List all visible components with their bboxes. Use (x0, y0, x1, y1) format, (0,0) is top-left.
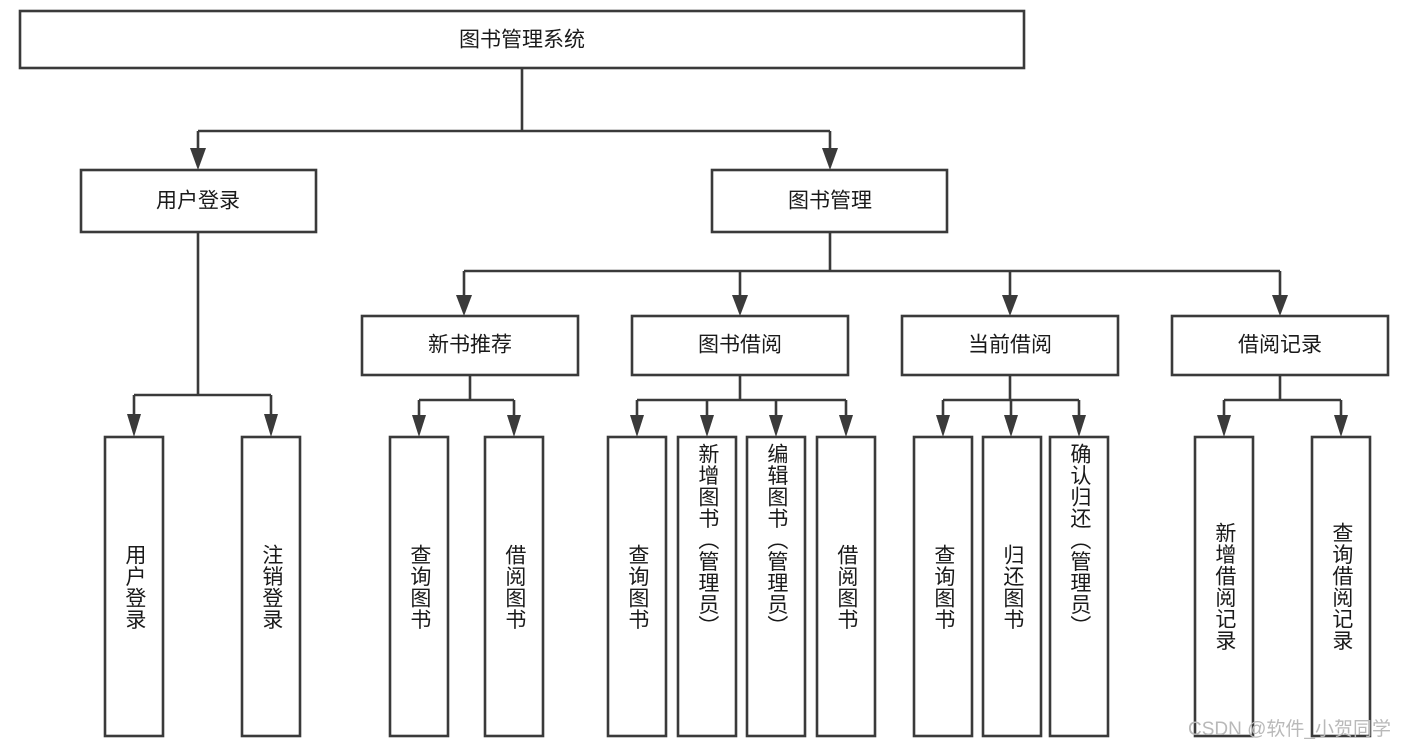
node-label: 当前借阅 (968, 334, 1052, 357)
leaf-label: 查询借阅记录 (1329, 522, 1353, 651)
node-box (103, 435, 165, 738)
node-box (710, 168, 949, 234)
connector-current-to-leaves (936, 375, 1086, 437)
node-box (815, 435, 877, 738)
node-box (18, 9, 1026, 70)
leaf-label: 查询图书 (407, 543, 431, 630)
node-root-book-management-system[interactable]: 图书管理系统 (18, 9, 1026, 70)
node-label: 图书管理 (788, 190, 872, 213)
node-box (981, 435, 1043, 738)
leaf-user-login[interactable]: 用户登录 (103, 435, 165, 738)
leaf-label: 编辑图书（管理员） (764, 443, 788, 637)
node-box (912, 435, 974, 738)
node-label: 图书借阅 (698, 334, 782, 357)
arrow-icon (1004, 415, 1018, 437)
leaf-label: 查询图书 (931, 543, 955, 630)
node-box (79, 168, 318, 234)
leaf-add-book-admin[interactable]: 新增图书（管理员） (676, 435, 738, 738)
leaf-add-borrow-record[interactable]: 新增借阅记录 (1193, 435, 1255, 738)
leaf-label: 新增图书（管理员） (695, 443, 719, 637)
arrow-icon (190, 148, 206, 170)
leaf-label: 借阅图书 (834, 543, 858, 630)
arrow-icon (1272, 295, 1288, 316)
node-box (630, 314, 850, 377)
arrow-icon (507, 415, 521, 437)
leaf-query-book-borrow[interactable]: 查询图书 (606, 435, 668, 738)
arrow-icon (1334, 415, 1348, 437)
arrow-icon (732, 295, 748, 316)
node-label: 新书推荐 (428, 334, 512, 357)
leaf-edit-book-admin[interactable]: 编辑图书（管理员） (745, 435, 807, 738)
leaf-query-borrow-record[interactable]: 查询借阅记录 (1310, 435, 1372, 738)
leaf-return-book[interactable]: 归还图书 (981, 435, 1043, 738)
arrow-icon (822, 148, 838, 170)
node-borrow-record[interactable]: 借阅记录 (1170, 314, 1390, 377)
node-label: 借阅记录 (1238, 334, 1322, 357)
node-new-book-recommend[interactable]: 新书推荐 (360, 314, 580, 377)
node-book-management[interactable]: 图书管理 (710, 168, 949, 234)
leaf-label: 新增借阅记录 (1212, 522, 1236, 651)
arrow-icon (839, 415, 853, 437)
node-box (606, 435, 668, 738)
leaf-query-book-newbook[interactable]: 查询图书 (388, 435, 450, 738)
connector-borrow-to-leaves (630, 375, 853, 437)
leaf-borrow-book[interactable]: 借阅图书 (815, 435, 877, 738)
node-box (900, 314, 1120, 377)
leaf-label: 确认归还（管理员） (1067, 443, 1091, 637)
arrow-icon (700, 415, 714, 437)
node-box (240, 435, 302, 738)
leaf-label: 借阅图书 (502, 543, 526, 630)
node-box (676, 435, 738, 738)
arrow-icon (769, 415, 783, 437)
leaf-logout[interactable]: 注销登录 (240, 435, 302, 738)
node-box (745, 435, 807, 738)
connector-root-to-level2 (190, 68, 838, 170)
arrow-icon (936, 415, 950, 437)
arrow-icon (1072, 415, 1086, 437)
arrow-icon (1217, 415, 1231, 437)
node-user-login[interactable]: 用户登录 (79, 168, 318, 234)
connector-newbook-to-leaves (412, 375, 521, 437)
node-box (1048, 435, 1110, 738)
arrow-icon (264, 414, 278, 437)
node-box (388, 435, 450, 738)
leaf-query-book-current[interactable]: 查询图书 (912, 435, 974, 738)
node-box (1170, 314, 1390, 377)
node-label: 图书管理系统 (459, 29, 585, 52)
node-current-borrow[interactable]: 当前借阅 (900, 314, 1120, 377)
arrow-icon (1002, 295, 1018, 316)
leaf-label: 用户登录 (122, 543, 146, 630)
node-box (360, 314, 580, 377)
node-label: 用户登录 (156, 190, 240, 213)
node-book-borrow[interactable]: 图书借阅 (630, 314, 850, 377)
node-box (483, 435, 545, 738)
connector-record-to-leaves (1217, 375, 1348, 437)
leaf-label: 注销登录 (259, 543, 283, 630)
arrow-icon (412, 415, 426, 437)
connector-bookmgmt-to-level3 (456, 232, 1288, 316)
node-box (1310, 435, 1372, 738)
leaf-confirm-return-admin[interactable]: 确认归还（管理员） (1048, 435, 1110, 738)
arrow-icon (630, 415, 644, 437)
leaf-borrow-book-newbook[interactable]: 借阅图书 (483, 435, 545, 738)
connector-userlogin-to-leaves (127, 232, 278, 437)
leaf-label: 归还图书 (1000, 543, 1024, 630)
node-box (1193, 435, 1255, 738)
arrow-icon (456, 295, 472, 316)
leaf-label: 查询图书 (625, 543, 649, 630)
arrow-icon (127, 414, 141, 437)
